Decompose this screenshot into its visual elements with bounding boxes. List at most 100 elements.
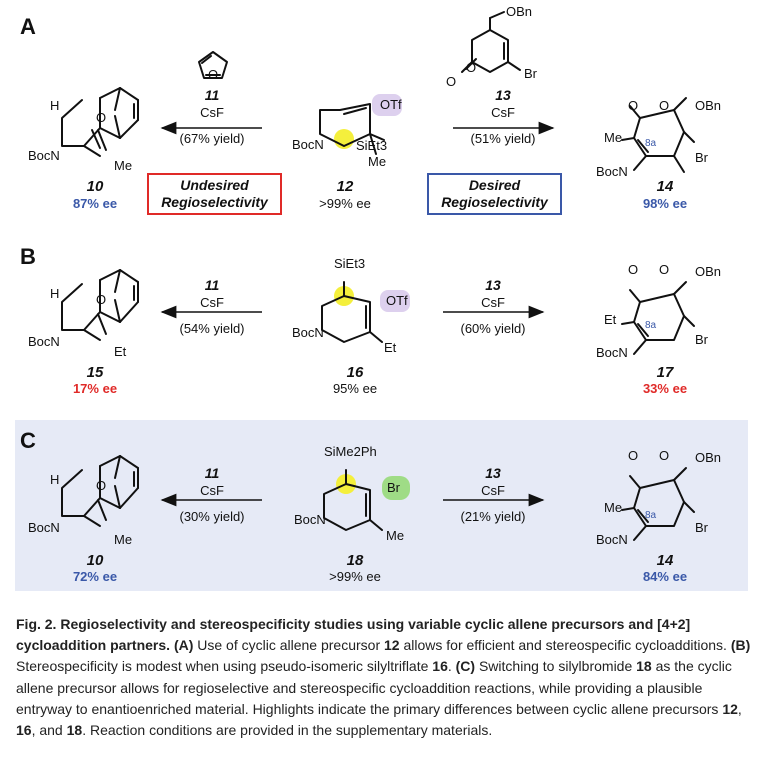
product-14-structure-a [621,97,695,173]
bridge-oxygen-17: O [659,262,670,277]
panel-letter-c: C [20,428,36,453]
bocn-label-c10: BocN [28,520,60,535]
pyrone-obn: OBn [506,4,533,19]
precursor-18-structure [323,469,383,531]
otf-label-12: OTf [380,97,402,112]
ee-12: >99% ee [319,196,371,211]
caption-b-text-2: . [447,658,456,675]
bocn-label-12: BocN [292,137,324,152]
c8a-label-14a: 8a [645,138,657,149]
ee-18: >99% ee [329,569,381,584]
carbonyl-oxygen-14a: O [628,98,639,113]
bocn-label-18: BocN [294,512,326,527]
compound-10-a: 10 [86,178,104,195]
caption-c-text-3: . Reaction conditions are provided in th… [82,722,493,739]
carbonyl-oxygen-14c: O [628,448,639,463]
furan-structure [198,51,228,79]
compound-18: 18 [346,552,364,569]
caption-n12: 12 [722,700,738,717]
compound-10-c: 10 [86,552,104,569]
reaction-arrows [160,121,555,507]
box-line-2: Regioselectivity [441,194,548,210]
bridge-oxygen-14a: O [659,98,670,113]
caption-a-num: 12 [384,637,400,654]
me-label-c10: Me [114,532,133,547]
furan-oxygen: O [208,67,219,82]
h-label-c10: H [50,472,60,487]
br-label-18: Br [387,480,400,495]
undesired-regioselectivity-box: Undesired Regioselectivity [147,173,282,215]
reagent-yield: (21% yield) [460,509,526,524]
caption-a-text-2: allows for efficient and stereospecific … [399,637,731,654]
caption-n16: 16 [16,722,32,739]
me-label-12: Me [368,154,387,169]
box-line-1: Desired [468,177,521,193]
ee-16: 95% ee [332,381,378,396]
box-line-1: Undesired [180,177,249,193]
oxygen-bridge-15: O [96,292,107,307]
pyrone-structure [461,11,521,73]
caption-n18: 18 [66,722,83,739]
et-label-15: Et [114,344,127,359]
caption-c-label: (C) [455,658,476,675]
product-10-structure-a [61,87,139,157]
br-label-17: Br [695,332,708,347]
compound-17: 17 [656,364,674,381]
oxygen-bridge-c10: O [96,478,107,493]
bocn-label-14a: BocN [596,164,628,179]
silyl-label-16: SiEt3 [334,256,366,271]
reagent-b-left: 11 CsF (54% yield) [152,276,272,338]
c8a-label-17: 8a [645,320,657,331]
reagent-yield: (30% yield) [179,509,245,524]
obn-label-17: OBn [695,264,722,279]
ee-14-c: 84% ee [642,569,688,584]
reagent-number: 13 [485,465,501,481]
silyl-label-18: SiMe2Ph [324,444,377,459]
bocn-label-15: BocN [28,334,60,349]
compound-14-c: 14 [656,552,674,569]
reagent-yield: (54% yield) [179,321,245,336]
ee-10-c: 72% ee [72,569,118,584]
br-label-14c: Br [695,520,708,535]
compound-15: 15 [86,364,104,381]
bocn-label-16: BocN [292,325,324,340]
h-label-15: H [50,286,60,301]
et-label-17: Et [604,312,617,327]
reagent-yield: (67% yield) [179,131,245,146]
box-line-2: Regioselectivity [161,194,268,210]
product-10-structure-c [61,455,139,527]
h-label-a: H [50,98,60,113]
ee-15: 17% ee [72,381,118,396]
reagent-c-right: 13 CsF (21% yield) [433,464,553,526]
panel-letter-b: B [20,244,36,269]
reagent-number: 13 [495,87,511,103]
reagent-a-right: 13 CsF (51% yield) [443,86,563,148]
reagent-base: CsF [481,483,505,498]
highlight-otf-16 [380,290,410,312]
otf-label-16: OTf [386,293,408,308]
caption-c-num: 18 [636,658,652,675]
ee-10-a: 87% ee [72,196,118,211]
bocn-label-17: BocN [596,345,628,360]
caption-sep2: , and [31,722,67,739]
silyl-label-12: SiEt3 [356,138,388,153]
product-14-structure-c [621,467,695,541]
reagent-yield: (60% yield) [460,321,526,336]
reagent-base: CsF [200,295,224,310]
me-label-a10: Me [114,158,133,173]
reagent-base: CsF [200,483,224,498]
panel-c-background [15,420,748,591]
reagent-c-left: 11 CsF (30% yield) [152,464,272,526]
ee-14-a: 98% ee [642,196,688,211]
caption-a-text-1: Use of cyclic allene precursor [193,637,385,654]
reagent-base: CsF [491,105,515,120]
reagent-number: 11 [204,87,220,103]
highlight-otf-12 [372,94,402,116]
pyrone-carbonyl-oxygen: O [446,74,457,89]
pyrone-bromine: Br [524,66,537,81]
highlight-br-18 [382,476,410,500]
pyrone-ring-oxygen: O [466,60,477,75]
obn-label-14c: OBn [695,450,722,465]
bridge-oxygen-14c: O [659,448,670,463]
caption-b-num: 16 [432,658,448,675]
